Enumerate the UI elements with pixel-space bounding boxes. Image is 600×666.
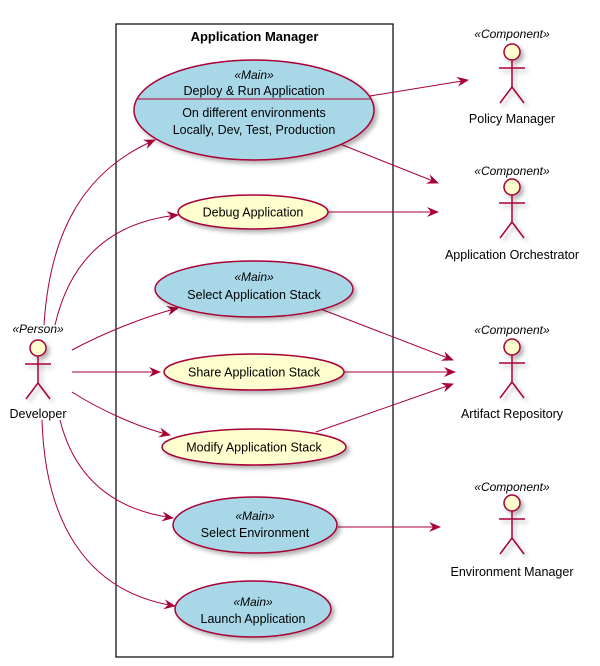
- environment-manager-stereotype: «Component»: [474, 480, 550, 494]
- usecase-deploy-stereotype: «Main»: [234, 68, 274, 82]
- usecase-modify-stack-label: Modify Application Stack: [186, 441, 322, 455]
- usecase-launch[interactable]: «Main» Launch Application: [174, 580, 332, 638]
- arrow-developer-launch: [41, 419, 176, 610]
- developer-figure-icon: [25, 339, 51, 400]
- usecase-debug[interactable]: Debug Application: [177, 194, 329, 230]
- component-links: [315, 76, 469, 532]
- arrow-developer-deploy: [43, 139, 156, 326]
- arrow-developer-select-stack: [71, 305, 179, 351]
- arrow-deploy-policy: [369, 76, 469, 97]
- usecase-deploy-label: Deploy & Run Application: [183, 84, 324, 98]
- boundary-title: Application Manager: [191, 29, 319, 44]
- usecase-select-stack-label: Select Application Stack: [187, 288, 321, 302]
- usecase-select-stack[interactable]: «Main» Select Application Stack: [154, 260, 354, 318]
- policy-manager-figure-icon: [499, 43, 525, 104]
- usecase-launch-label: Launch Application: [201, 612, 306, 626]
- usecase-select-env-stereotype: «Main»: [235, 509, 275, 523]
- usecase-select-env[interactable]: «Main» Select Environment: [172, 496, 338, 554]
- usecase-debug-label: Debug Application: [203, 206, 304, 220]
- developer-stereotype: «Person»: [12, 322, 64, 336]
- arrow-deploy-orchestrator: [339, 143, 439, 184]
- policy-manager-name: Policy Manager: [469, 112, 555, 126]
- policy-manager-stereotype: «Component»: [474, 27, 550, 41]
- system-boundary: [115, 23, 394, 658]
- actor-environment-manager[interactable]: «Component» Environment Manager: [451, 480, 574, 579]
- usecase-share-stack[interactable]: Share Application Stack: [163, 353, 345, 391]
- usecase-share-stack-label: Share Application Stack: [188, 366, 321, 380]
- application-orchestrator-figure-icon: [499, 178, 525, 239]
- actor-application-orchestrator[interactable]: «Component» Application Orchestrator: [445, 164, 579, 262]
- environment-manager-name: Environment Manager: [451, 565, 574, 579]
- developer-links: [41, 139, 179, 610]
- actor-policy-manager[interactable]: «Component» Policy Manager: [469, 27, 555, 126]
- arrow-modify-stack-artifact: [315, 382, 454, 433]
- application-orchestrator-name: Application Orchestrator: [445, 248, 579, 262]
- usecase-deploy-detail-2: Locally, Dev, Test, Production: [173, 123, 336, 137]
- usecase-select-stack-stereotype: «Main»: [234, 270, 274, 284]
- usecase-modify-stack[interactable]: Modify Application Stack: [161, 428, 347, 466]
- developer-name: Developer: [10, 407, 67, 421]
- environment-manager-figure-icon: [499, 494, 525, 555]
- arrow-developer-debug: [54, 211, 179, 326]
- usecase-deploy-detail-1: On different environments: [182, 106, 326, 120]
- usecase-select-env-label: Select Environment: [201, 526, 310, 540]
- arrow-developer-select-env: [59, 419, 174, 522]
- arrow-select-stack-artifact: [317, 307, 454, 361]
- actor-developer[interactable]: «Person» Developer: [10, 322, 67, 421]
- arrow-developer-modify-stack: [71, 391, 171, 438]
- artifact-repository-name: Artifact Repository: [461, 407, 564, 421]
- usecase-launch-stereotype: «Main»: [233, 595, 273, 609]
- artifact-repository-figure-icon: [499, 338, 525, 399]
- actor-artifact-repository[interactable]: «Component» Artifact Repository: [461, 323, 564, 421]
- application-orchestrator-stereotype: «Component»: [474, 164, 550, 178]
- artifact-repository-stereotype: «Component»: [474, 323, 550, 337]
- usecase-deploy[interactable]: «Main» Deploy & Run Application On diffe…: [133, 59, 375, 161]
